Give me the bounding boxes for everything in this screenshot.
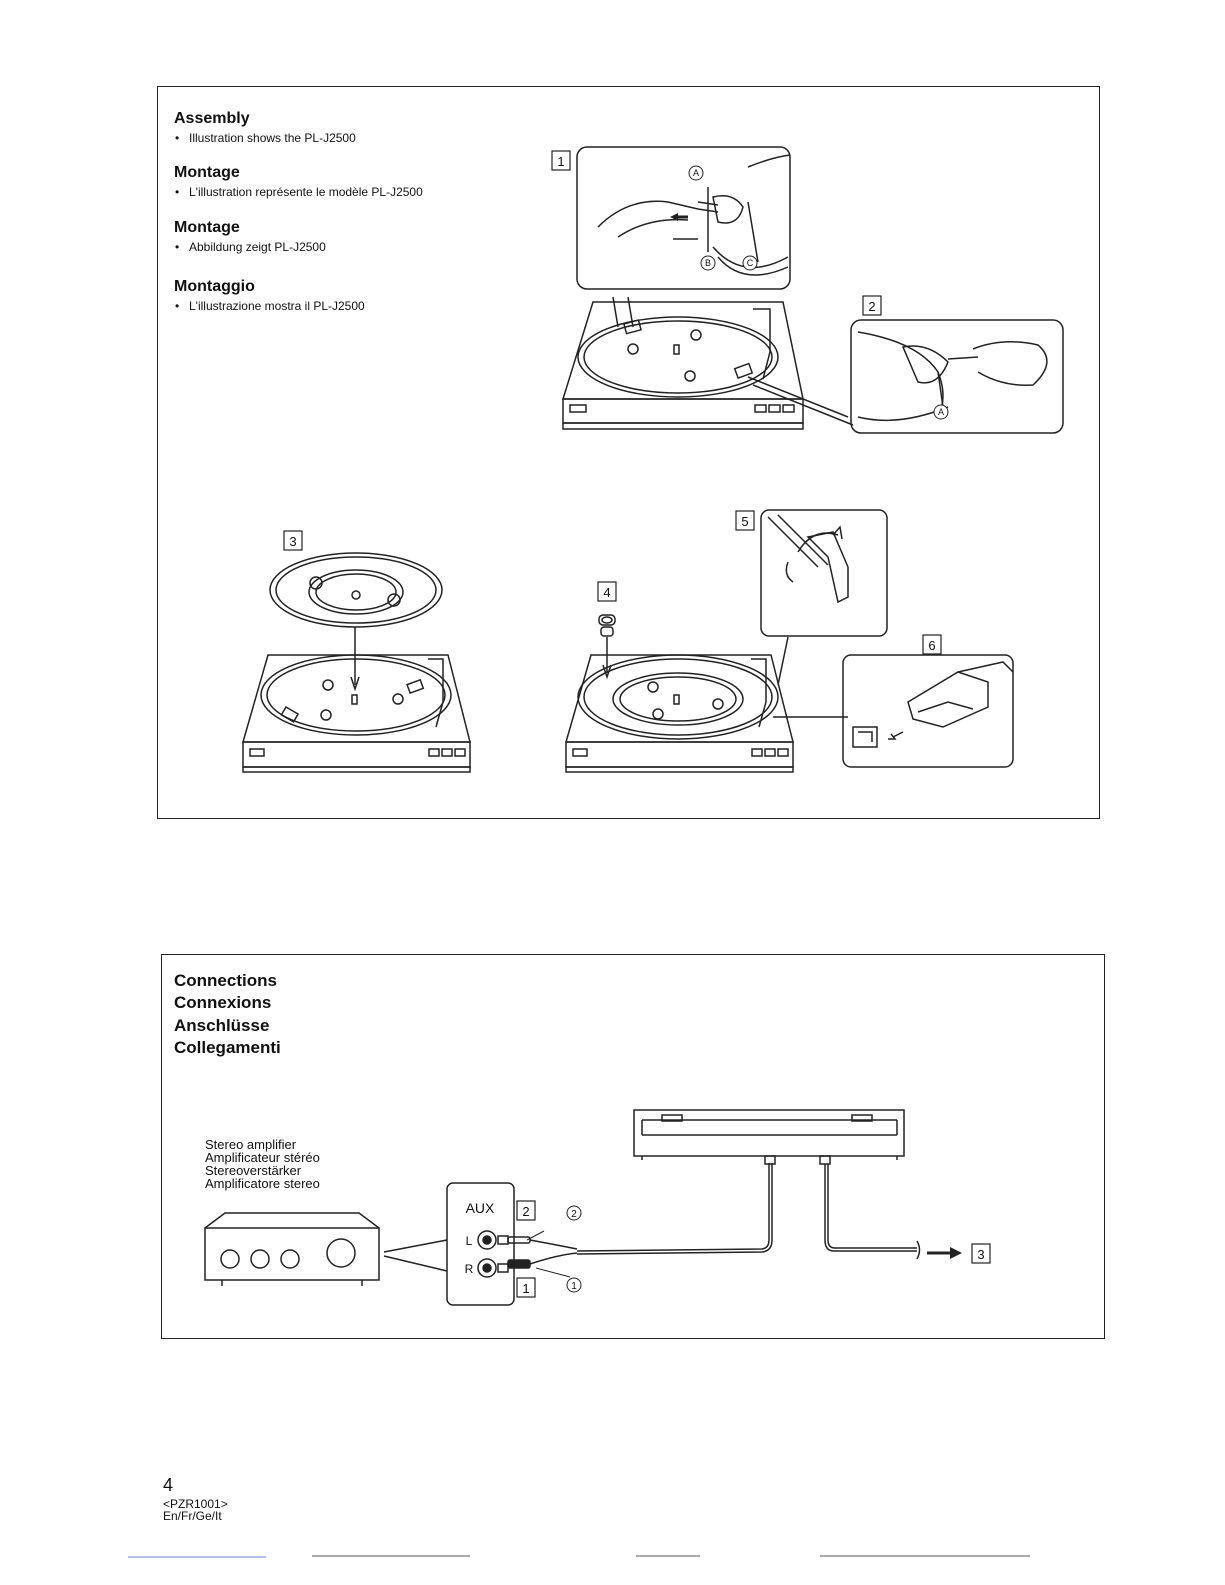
turntable-step-3-illustration [242, 654, 471, 773]
amp-label-it: Amplificatore stereo [205, 1176, 320, 1191]
page-footer: 4 <PZR1001> En/Fr/Ge/It [163, 1475, 228, 1522]
left-channel-label: L [466, 1234, 473, 1248]
step-box-2 [862, 295, 882, 316]
inset-1-illustration [576, 146, 791, 290]
amplifier-labels: Stereo amplifier Amplificateur stéréo St… [205, 1138, 320, 1190]
conn-step-label-2: 2 [522, 1204, 529, 1219]
assembly-title-en: Assembly [174, 110, 250, 127]
assembly-title-it: Montaggio [174, 278, 255, 295]
bottom-rules [128, 1555, 1030, 1558]
callout-c: C [747, 258, 754, 268]
step-box-4 [597, 581, 617, 602]
step-label-5: 5 [741, 514, 748, 529]
assembly-note-fr: L'illustration représente le modèle PL-J… [174, 185, 423, 200]
callout-circle-a1 [688, 165, 704, 181]
aux-label: AUX [466, 1200, 495, 1216]
plug-callout-2: 2 [571, 1209, 577, 1220]
assembly-title-fr: Montage [174, 164, 240, 181]
document-code: <PZR1001> [163, 1497, 228, 1511]
plug-callout-circle-2 [566, 1205, 582, 1221]
plug-callout-circle-1 [566, 1277, 582, 1293]
conn-step-box-1 [516, 1277, 536, 1298]
conn-step-label-3: 3 [977, 1247, 984, 1262]
step-box-6 [922, 634, 942, 655]
inset-5-illustration [760, 509, 888, 637]
inset-2-illustration [850, 319, 1064, 434]
connections-panel: Connections Connexions Anschlüsse Colleg… [161, 954, 1105, 1339]
assembly-panel: Assembly Illustration shows the PL-J2500… [157, 86, 1100, 819]
callout-b: B [705, 258, 711, 268]
language-codes: En/Fr/Ge/It [163, 1509, 222, 1523]
turntable-top-illustration [561, 296, 854, 430]
amp-label-fr: Amplificateur stéréo [205, 1150, 320, 1165]
step-label-4: 4 [603, 585, 610, 600]
amp-label-en: Stereo amplifier [205, 1137, 297, 1152]
callout-circle-a2 [933, 404, 949, 420]
page-number: 4 [163, 1475, 174, 1495]
step-label-6: 6 [928, 638, 935, 653]
assembly-section-it: Montaggio L'illustrazione mostra il PL-J… [174, 277, 365, 314]
connections-title-it: Collegamenti [174, 1038, 281, 1057]
inset-6-illustration [842, 654, 1014, 768]
plug-callout-1: 1 [571, 1281, 577, 1292]
callout-a2: A [938, 407, 944, 417]
assembly-note-de: Abbildung zeigt PL-J2500 [174, 240, 326, 255]
callout-a1: A [693, 168, 699, 178]
connections-title-en: Connections [174, 971, 277, 990]
turntable-rear-illustration [633, 1109, 921, 1260]
step-label-2: 2 [868, 299, 875, 314]
conn-step-label-1: 1 [522, 1281, 529, 1296]
connections-title-fr: Connexions [174, 993, 272, 1012]
connections-title-de: Anschlüsse [174, 1016, 270, 1035]
turntable-step-4-illustration [565, 614, 848, 773]
right-channel-label: R [465, 1262, 474, 1276]
callout-circle-b [700, 255, 716, 271]
step-box-1 [551, 150, 571, 171]
amplifier-illustration [204, 1212, 448, 1286]
arrow-to-step-3-icon [927, 1247, 962, 1259]
connections-illustrations: 2 1 3 2 1 AUX L R [204, 1109, 991, 1306]
platter-mat-illustration [269, 552, 443, 692]
assembly-section-fr: Montage L'illustration représente le mod… [174, 163, 423, 200]
assembly-note-it: L'illustrazione mostra il PL-J2500 [174, 299, 365, 314]
step-label-1: 1 [557, 154, 564, 169]
aux-jack-panel [446, 1182, 515, 1306]
assembly-illustrations: 1 2 3 4 5 6 A B C A [242, 146, 1064, 773]
assembly-title-de: Montage [174, 219, 240, 236]
assembly-section-en: Assembly Illustration shows the PL-J2500 [174, 109, 356, 146]
arrow-head-icon [670, 213, 678, 221]
conn-step-box-2 [516, 1200, 536, 1221]
assembly-note-en: Illustration shows the PL-J2500 [174, 131, 356, 146]
amp-label-de: Stereoverstärker [205, 1163, 302, 1178]
callout-circle-c [742, 255, 758, 271]
step-box-5 [735, 510, 755, 531]
rca-cable-illustration [497, 1163, 773, 1273]
assembly-section-de: Montage Abbildung zeigt PL-J2500 [174, 218, 326, 255]
conn-step-box-3 [971, 1243, 991, 1264]
step-box-3 [283, 530, 303, 551]
step-label-3: 3 [289, 534, 296, 549]
